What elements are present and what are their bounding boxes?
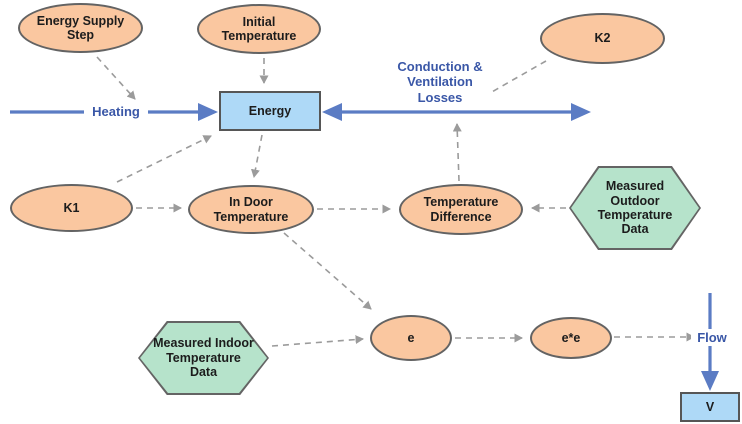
node-label: Measured Outdoor Temperature Data [597, 179, 673, 237]
node-label: Energy Supply Step [36, 13, 125, 42]
node-measured-outdoor-data[interactable]: Measured Outdoor Temperature Data [569, 166, 701, 250]
node-label: e*e [561, 330, 581, 345]
flow-losses-arrow[interactable] [322, 103, 591, 121]
node-label: Energy [248, 103, 292, 118]
connector-k1-to-energy[interactable] [116, 135, 212, 183]
connector-indoor-temperature-to-e[interactable] [283, 232, 372, 310]
node-k1[interactable]: K1 [10, 184, 133, 232]
node-label: Measured Indoor Temperature Data [153, 336, 254, 380]
connector-energy-supply-step-to-heating[interactable] [96, 56, 136, 100]
node-label: Initial Temperature [221, 14, 297, 43]
node-label: Temperature Difference [423, 195, 499, 224]
connector-measured-indoor-to-e[interactable] [271, 335, 364, 347]
connector-k2-to-losses[interactable] [468, 60, 547, 106]
flow-label-conduction-ventilation-losses[interactable]: Conduction & Ventilation Losses [388, 56, 492, 108]
flow-label-heating[interactable]: Heating [84, 103, 148, 121]
node-energy-stock[interactable]: Energy [219, 91, 321, 131]
node-e[interactable]: e [370, 315, 452, 361]
flow-label-flow[interactable]: Flow [691, 329, 733, 346]
connector-temperature-difference-to-losses[interactable] [452, 123, 462, 182]
node-label: In Door Temperature [213, 195, 289, 224]
node-label: K1 [63, 200, 80, 215]
node-v-stock[interactable]: V [680, 392, 740, 422]
node-label: e [407, 330, 415, 345]
heating-arrowhead-icon [198, 103, 218, 121]
node-indoor-temperature[interactable]: In Door Temperature [188, 185, 314, 234]
node-label: K2 [594, 31, 611, 46]
hexagon-fill [571, 168, 699, 248]
flow-arrowhead-icon [701, 371, 719, 391]
node-label: V [705, 399, 715, 414]
losses-right-arrowhead-icon [571, 103, 591, 121]
losses-left-arrowhead-icon [322, 103, 342, 121]
node-measured-indoor-data[interactable]: Measured Indoor Temperature Data [138, 321, 269, 395]
node-temperature-difference[interactable]: Temperature Difference [399, 184, 523, 235]
node-energy-supply-step[interactable]: Energy Supply Step [18, 3, 143, 53]
node-initial-temperature[interactable]: Initial Temperature [197, 4, 321, 54]
hexagon-fill [140, 323, 267, 393]
connector-energy-to-indoor-temperature[interactable] [250, 134, 263, 178]
node-k2[interactable]: K2 [540, 13, 665, 64]
node-e-squared[interactable]: e*e [530, 317, 612, 359]
